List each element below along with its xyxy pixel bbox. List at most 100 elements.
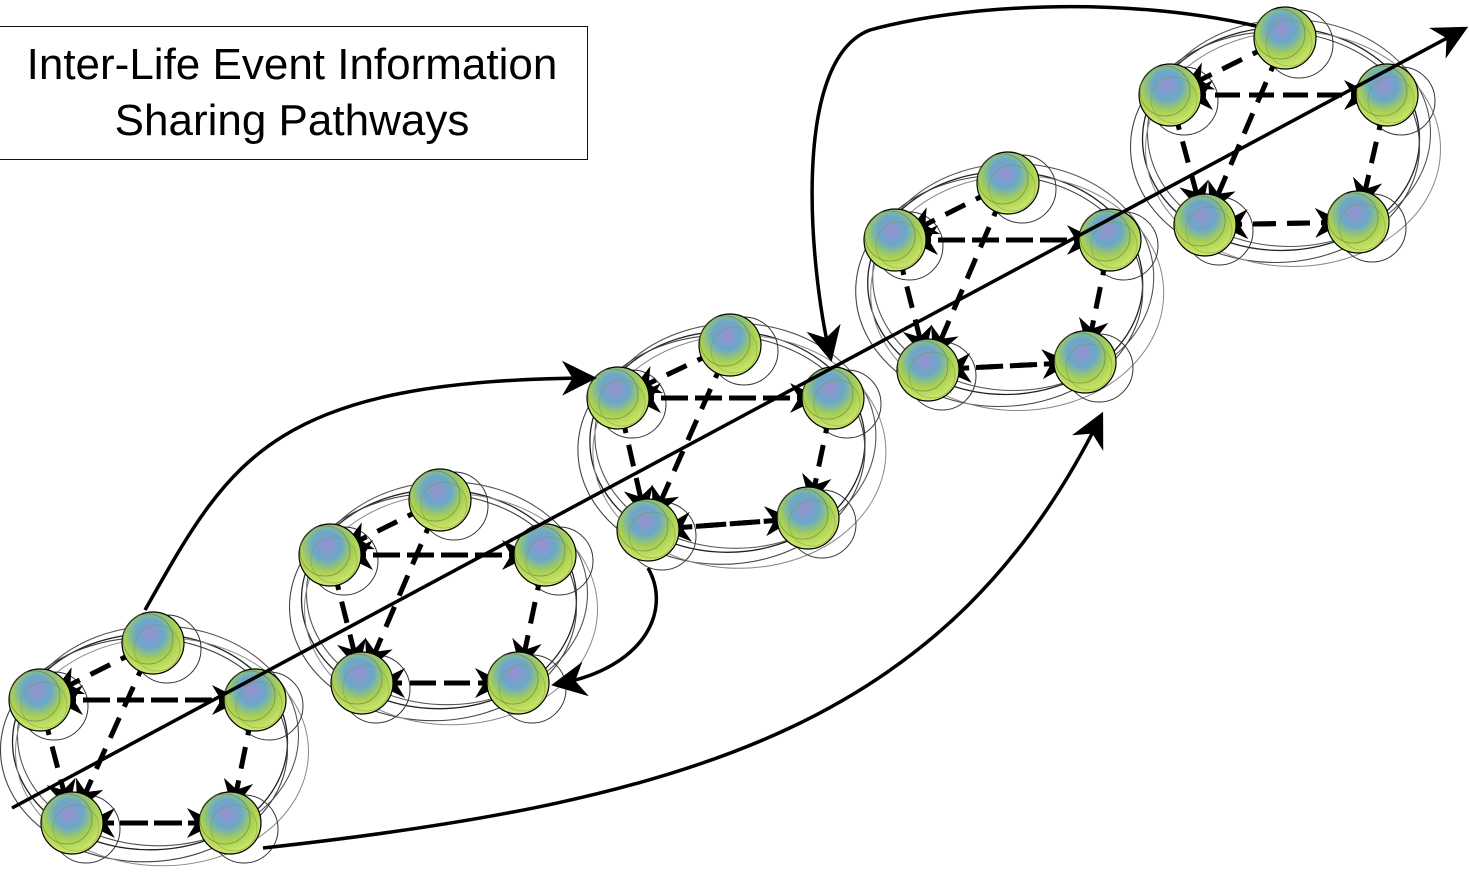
pathway-cluster1-to-cluster4: [262, 411, 1104, 850]
node: [8, 668, 72, 732]
node-inner-ring: [1338, 203, 1386, 251]
node-inner-ring: [1265, 19, 1313, 67]
node-inner-ring: [1327, 192, 1379, 244]
node-circle: [1173, 193, 1237, 257]
node-circle: [1053, 330, 1117, 394]
node-inner-ring: [710, 326, 758, 374]
node-inner-ring: [310, 536, 358, 584]
node-inner-ring: [41, 793, 93, 845]
node-inner-ring: [1054, 332, 1106, 384]
node-inner-ring: [52, 804, 100, 852]
main-axis-layer: [11, 26, 1469, 810]
node-inner-ring: [788, 499, 836, 547]
diagram-title-box: Inter-Life Event Information Sharing Pat…: [0, 26, 588, 160]
node: [1078, 208, 1142, 272]
node-inner-ring: [199, 793, 251, 845]
diagram-title-line-1: Inter-Life Event Information: [26, 40, 558, 89]
node-circle: [586, 366, 650, 430]
dashed-pathway: [365, 511, 437, 672]
dashed-pathway: [1208, 49, 1282, 214]
node-circle: [486, 651, 550, 715]
node: [698, 313, 762, 377]
cluster-4: [855, 151, 1165, 411]
node-inner-ring: [628, 511, 676, 559]
node-inner-ring: [1090, 221, 1138, 269]
node: [896, 338, 960, 402]
node-inner-ring: [409, 470, 461, 522]
node-inner-ring: [1356, 65, 1408, 117]
dashed-pathway: [940, 352, 1072, 383]
node-circle: [1355, 63, 1419, 127]
cluster-5: [1129, 6, 1441, 267]
node: [121, 611, 185, 675]
node-inner-ring: [1150, 76, 1198, 124]
dashed-pathway: [660, 511, 795, 542]
node-inner-ring: [1185, 206, 1233, 254]
node-inner-ring: [598, 379, 646, 427]
node: [776, 486, 840, 550]
node-inner-ring: [210, 804, 258, 852]
dashed-pathway: [931, 194, 1005, 359]
node-inner-ring: [1174, 195, 1226, 247]
node-inner-ring: [1254, 8, 1306, 60]
pathway-cluster5-to-cluster4: [806, 4, 1257, 362]
node-inner-ring: [487, 653, 539, 705]
node-circle: [976, 151, 1040, 215]
node-inner-ring: [908, 351, 956, 399]
node-inner-ring: [1367, 76, 1415, 124]
node-inner-ring: [1065, 343, 1113, 391]
node-circle: [40, 791, 104, 855]
node: [40, 791, 104, 855]
node-inner-ring: [224, 670, 276, 722]
node: [1173, 193, 1237, 257]
node: [1138, 63, 1202, 127]
node-inner-ring: [299, 525, 351, 577]
node-inner-ring: [498, 664, 546, 712]
node-circle: [408, 468, 472, 532]
cluster-1: [0, 611, 309, 867]
clusters-layer: [0, 6, 1441, 867]
node-inner-ring: [875, 221, 923, 269]
node: [1326, 190, 1390, 254]
node-circle: [330, 651, 394, 715]
node-inner-ring: [617, 500, 669, 552]
node-inner-ring: [864, 210, 916, 262]
pathway-cluster3-to-cluster2: [551, 567, 658, 697]
node-circle: [1326, 190, 1390, 254]
node: [616, 498, 680, 562]
node: [863, 208, 927, 272]
node: [1253, 6, 1317, 70]
node: [1355, 63, 1419, 127]
node-inner-ring: [420, 481, 468, 529]
node-inner-ring: [235, 681, 283, 729]
node: [513, 523, 577, 587]
node-inner-ring: [525, 536, 573, 584]
dashed-pathway: [651, 356, 727, 519]
node-circle: [121, 611, 185, 675]
node-circle: [8, 668, 72, 732]
node: [801, 366, 865, 430]
node-circle: [1253, 6, 1317, 70]
node: [408, 468, 472, 532]
dashed-pathway: [1217, 209, 1345, 240]
node-circle: [801, 366, 865, 430]
node-circle: [1078, 208, 1142, 272]
dashed-pathway: [75, 654, 150, 812]
node-inner-ring: [1139, 65, 1191, 117]
node-inner-ring: [20, 681, 68, 729]
node-inner-ring: [777, 488, 829, 540]
node-inner-ring: [988, 164, 1036, 212]
node-circle: [298, 523, 362, 587]
node-circle: [1138, 63, 1202, 127]
node-circle: [863, 208, 927, 272]
node: [330, 651, 394, 715]
node-circle: [776, 486, 840, 550]
pathways-layer: [143, 4, 1257, 850]
node-inner-ring: [122, 613, 174, 665]
node: [1053, 330, 1117, 394]
node: [486, 651, 550, 715]
main-axis-arrow: [11, 26, 1469, 810]
pathway-cluster1-to-cluster3: [143, 360, 597, 611]
node-circle: [198, 791, 262, 855]
node: [298, 523, 362, 587]
